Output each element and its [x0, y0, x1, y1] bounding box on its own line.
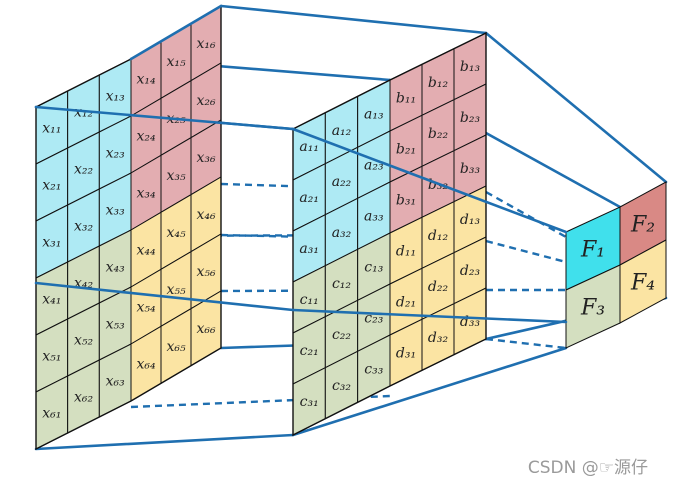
x-cell-label: x₆₁: [42, 405, 61, 421]
mid-cell-label: b₃₁: [396, 193, 416, 209]
mid-cell-label: b₃₃: [460, 161, 481, 177]
x-cell-label: x₁₁: [42, 120, 61, 136]
mid-cell-label: d₁₃: [460, 212, 481, 228]
x-cell-label: x₆₂: [74, 389, 94, 405]
mid-cell-label: d₂₂: [428, 279, 449, 295]
mid-cell-label: c₁₁: [300, 292, 319, 308]
connector-line-front: [291, 308, 568, 324]
x-cell-label: x₄₁: [42, 291, 61, 307]
x-cell-label: x₂₆: [196, 93, 216, 109]
connector-line-front: [291, 127, 568, 234]
mid-outline: [292, 31, 487, 437]
mid-cell-label: b₂₂: [428, 126, 449, 142]
connector-line-front: [34, 281, 295, 312]
mid-cell-label: c₁₃: [364, 260, 383, 276]
x-cell-label: x₅₂: [74, 332, 94, 348]
mid-cell-label: d₃₂: [428, 330, 449, 346]
x-cell-label: x₁₅: [166, 54, 186, 70]
mid-cell-label: c₁₂: [332, 276, 351, 292]
mid-cell-label: a₁₁: [299, 139, 319, 155]
x-cell-label: x₃₆: [196, 150, 216, 166]
watermark: CSDN @☞源仔: [527, 458, 648, 478]
mid-cell-label: a₂₁: [299, 190, 319, 206]
x-cell-label: x₂₂: [74, 161, 94, 177]
mid-cell-label: d₁₁: [396, 244, 416, 260]
mid-cell-label: b₂₃: [460, 110, 481, 126]
mid-cell-label: c₃₂: [332, 378, 351, 394]
mid-cell-label: b₂₁: [396, 142, 416, 158]
x-cell-label: x₅₅: [166, 282, 186, 298]
connector-dashed-line: [485, 337, 567, 350]
mid-cell-label: a₁₂: [332, 123, 352, 139]
x-cell-label: x₂₃: [106, 145, 126, 161]
connector-line: [484, 31, 668, 184]
connector-dashed-line: [485, 190, 567, 239]
mid-cell-label: b₁₁: [396, 91, 416, 107]
connector-line-front: [34, 105, 295, 131]
x-cell-label: x₄₃: [106, 259, 126, 275]
mid-cell-label: a₃₃: [364, 209, 384, 225]
mid-cell-label: d₁₂: [428, 228, 449, 244]
x-cell-label: x₅₃: [106, 316, 126, 332]
x-cell-label: x₃₅: [166, 168, 186, 184]
x-cell-label: x₁₂: [74, 104, 94, 120]
mid-cell-label: a₂₂: [332, 174, 352, 190]
mid-cell-label: c₃₃: [364, 362, 383, 378]
feature-label-f4: F₄: [630, 271, 655, 296]
x-cell-label: x₃₃: [106, 202, 126, 218]
output-feature-matrix: F₁ F₂ F₃ F₄: [565, 181, 667, 349]
x-cell-label: x₅₄: [136, 300, 156, 316]
x-cell-label: x₄₄: [136, 243, 156, 259]
feature-label-f2: F₂: [630, 213, 655, 238]
x-cell-label: x₅₆: [196, 264, 216, 280]
x-cell-label: x₃₂: [74, 218, 94, 234]
connector-line: [34, 433, 295, 451]
x-cell-label: x₆₄: [136, 357, 156, 373]
x-cell-label: x₁₃: [106, 88, 126, 104]
feature-label-f1: F₁: [580, 238, 605, 263]
x-cell-label: x₄₅: [166, 225, 186, 241]
feature-cell-f4: [619, 239, 667, 324]
mid-cell-label: b₁₂: [428, 75, 449, 91]
x-cell-label: x₁₆: [196, 36, 216, 52]
mid-cell-label: c₂₂: [332, 327, 351, 343]
x-cell-label: x₄₆: [196, 207, 216, 223]
mid-cell-label: c₂₁: [300, 343, 319, 359]
x-cell-label: x₃₄: [136, 186, 156, 202]
x-cell-label: x₁₄: [136, 72, 156, 88]
mid-cell-label: d₃₁: [396, 346, 416, 362]
mid-cell-label: d₂₃: [460, 263, 481, 279]
pooled-block-matrix: a₁₁a₁₂a₁₃b₁₁b₁₂b₁₃a₂₁a₂₂a₂₃b₂₁b₂₂b₂₃a₃₁a…: [292, 31, 487, 437]
x-cell-label: x₂₄: [136, 129, 156, 145]
mid-cell-label: c₃₁: [300, 394, 319, 410]
mid-cell-label: a₁₃: [364, 107, 384, 123]
x-cell-label: x₆₅: [166, 339, 186, 355]
mid-cell-label: a₃₂: [332, 225, 352, 241]
x-cell-label: x₆₃: [106, 373, 126, 389]
mid-cell-label: a₃₁: [299, 241, 319, 257]
connector-line: [219, 4, 488, 35]
feature-label-f3: F₃: [580, 296, 605, 321]
connector-line: [291, 346, 568, 437]
connector-dashed-line: [485, 239, 567, 264]
x-cell-label: x₅₁: [42, 348, 61, 364]
connector-lines-front: [34, 4, 568, 324]
input-matrix-x: x₁₁x₁₂x₁₃x₁₄x₁₅x₁₆x₂₁x₂₂x₂₃x₂₄x₂₅x₂₆x₃₁x…: [35, 4, 222, 451]
x-cell-label: x₆₆: [196, 321, 216, 337]
x-cell-label: x₃₁: [42, 234, 61, 250]
mid-cell-label: d₂₁: [396, 295, 416, 311]
connector-line-front: [129, 4, 223, 61]
x-cell-label: x₂₁: [42, 177, 61, 193]
mid-cell-label: b₁₃: [460, 59, 481, 75]
